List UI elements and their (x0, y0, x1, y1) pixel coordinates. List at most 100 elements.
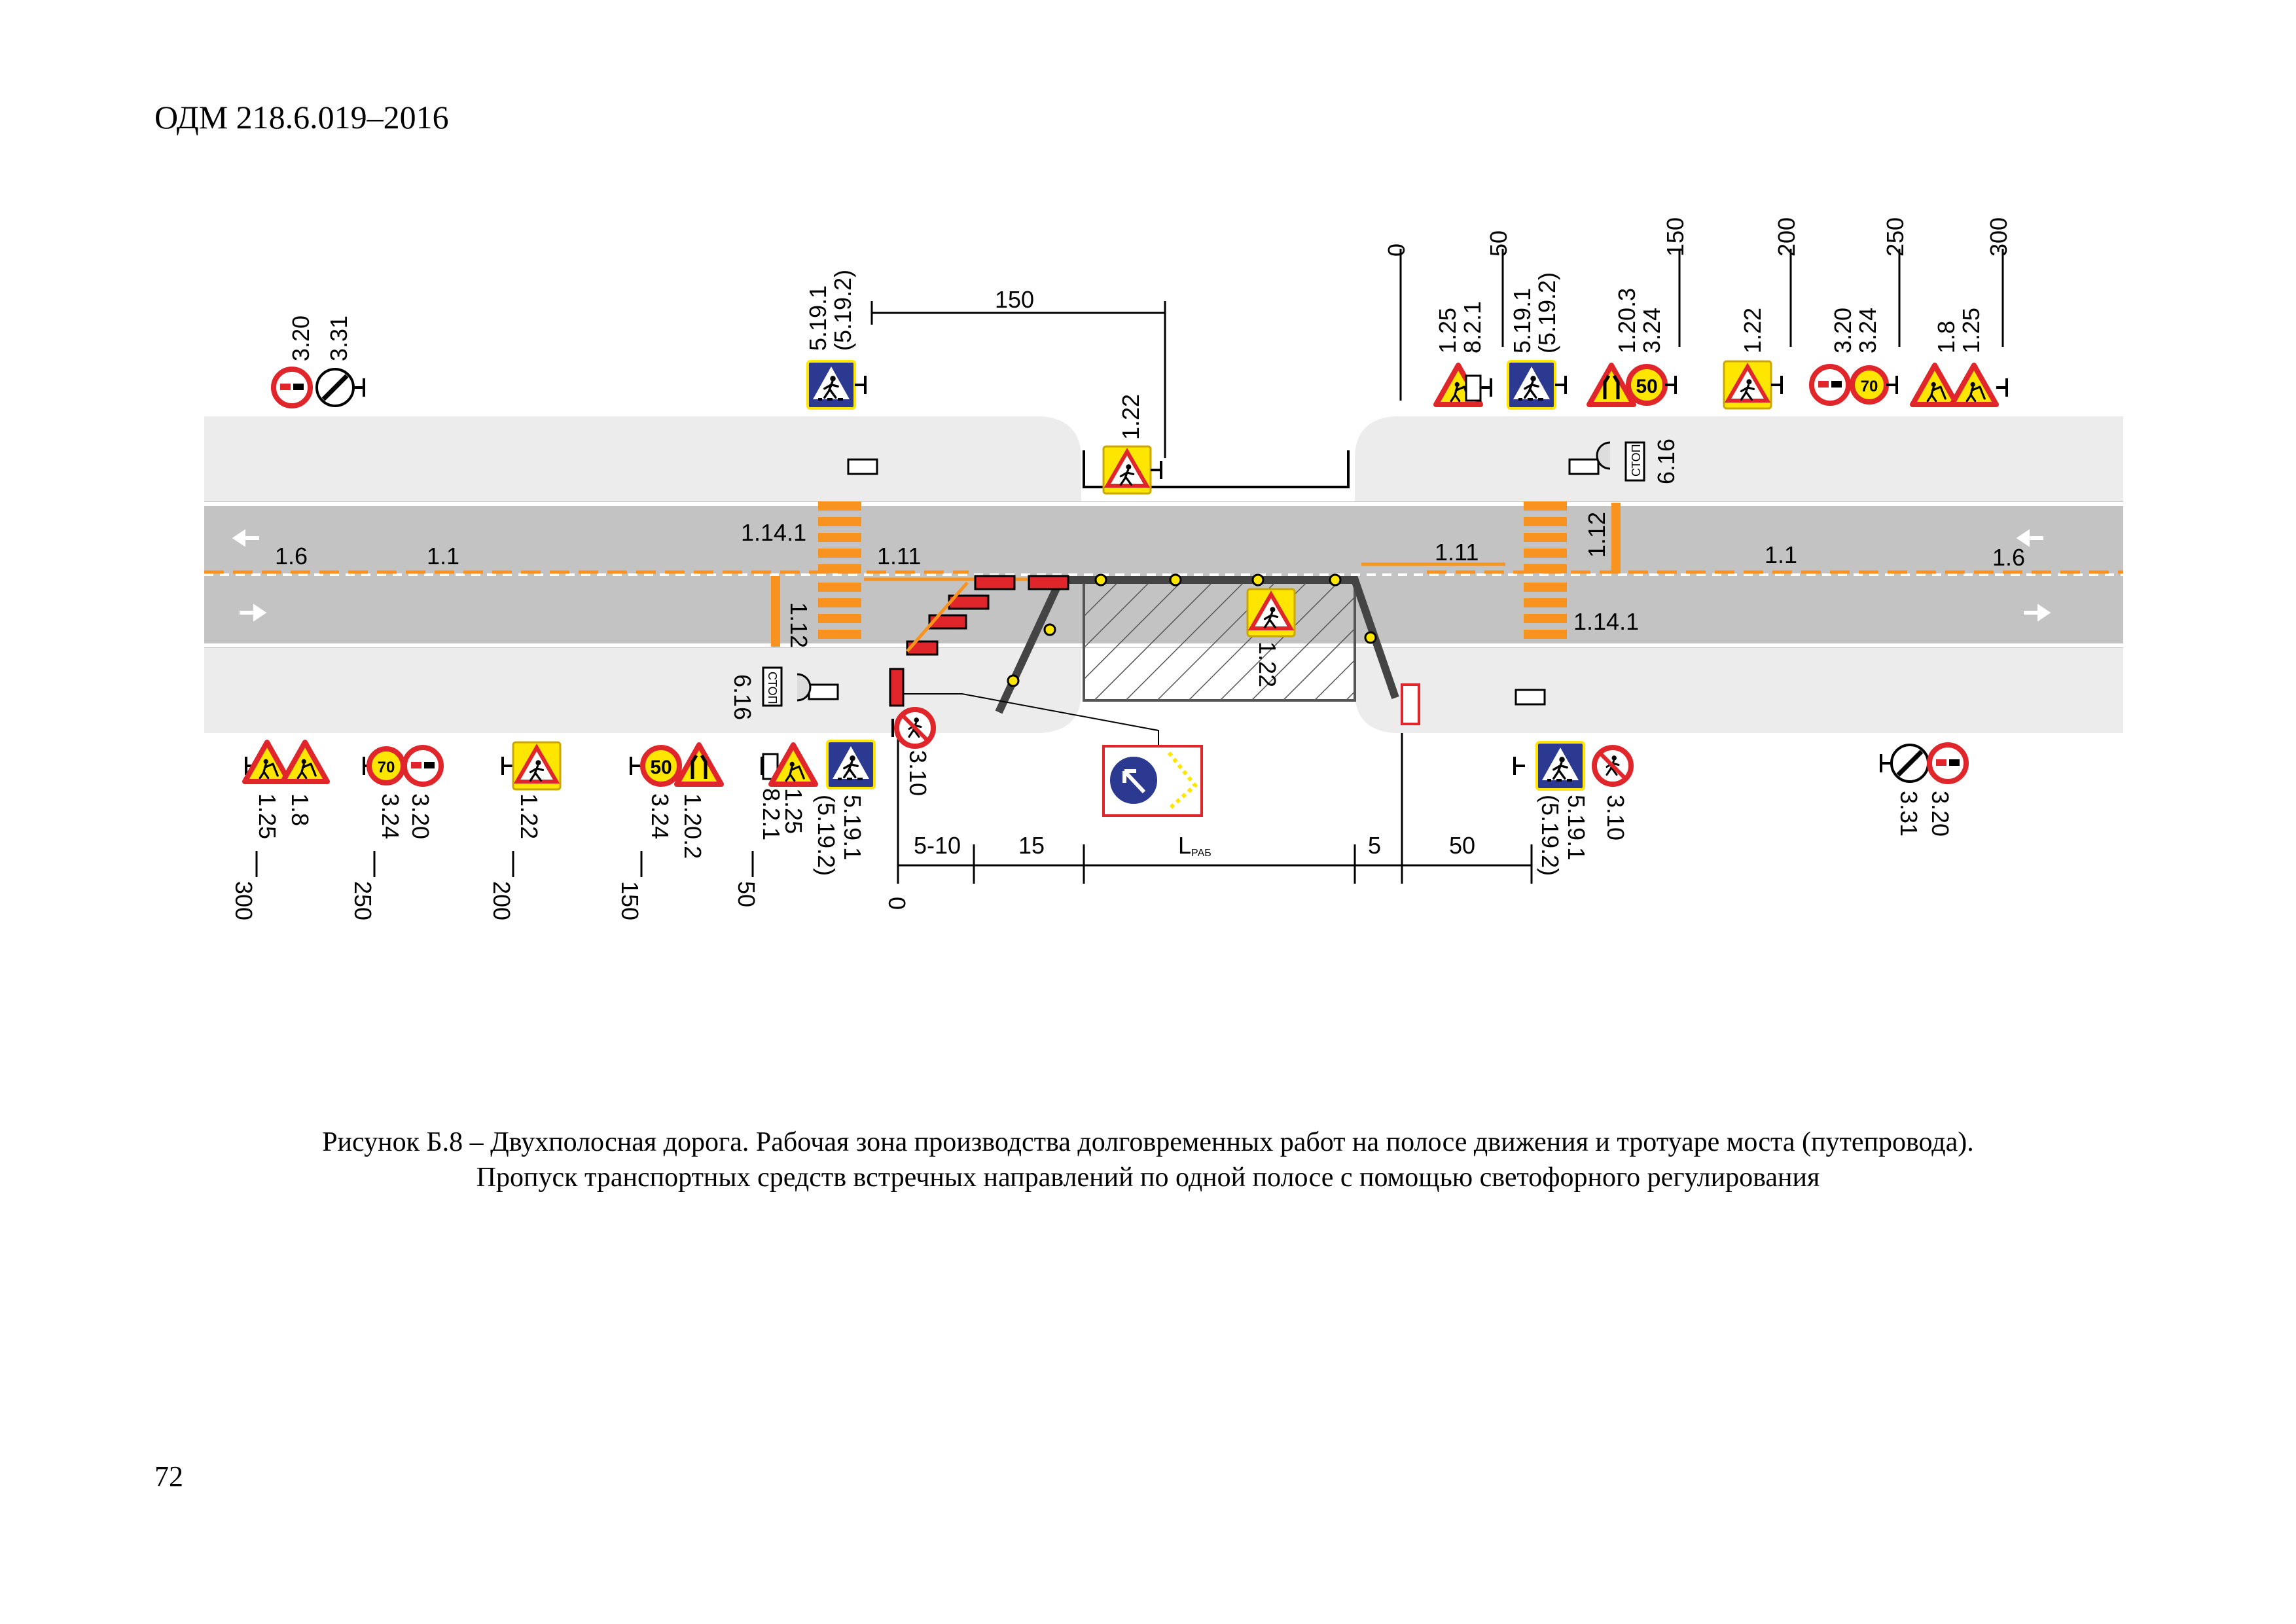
caption-line-1: Рисунок Б.8 – Двухполосная дорога. Рабоч… (322, 1127, 1974, 1157)
top-label-5-19-2: (5.19.2) (829, 270, 856, 351)
sign-3-24-bottom-icon (640, 745, 682, 787)
dim-l-work: LРАБ (1178, 832, 1211, 859)
bottom-label-3-31-right: 3.31 (1895, 791, 1922, 837)
road-layer (204, 416, 2123, 817)
dim-50: 50 (1449, 832, 1475, 859)
bridge-gap-top (1041, 416, 1395, 501)
sidewalk-closure-top (1083, 450, 1350, 488)
top-label-8-2-1: 8.2.1 (1459, 301, 1486, 353)
marking-1-1-right: 1.1 (1765, 541, 1797, 568)
signal-box-bottom-left (808, 683, 839, 700)
bottom-label-1-8: 1.8 (287, 793, 314, 826)
sign-1-22-zone-icon (1247, 589, 1295, 636)
top-label-1-22: 1.22 (1117, 394, 1144, 440)
marking-1-14-1-top: 1.14.1 (741, 519, 806, 546)
top-signs: 50 70 СТОП 6.16 (274, 361, 2008, 494)
top-tick-300: 300 (1985, 217, 2012, 257)
bottom-tick-0: 0 (884, 897, 910, 910)
sign-6-16-bottom-label: 6.16 (729, 674, 756, 720)
bottom-label-5-19-1-right: 5.19.1 (1563, 795, 1590, 860)
bottom-distance-ticks (255, 851, 754, 877)
sign-5-19-1-bottom-right-icon (1537, 742, 1584, 789)
bottom-tick-200: 200 (488, 881, 515, 920)
marking-1-1-left: 1.1 (427, 543, 459, 569)
top-label-5-19-1: 5.19.1 (804, 285, 831, 351)
sign-3-10-left-icon (897, 710, 933, 746)
caption-line-2: Пропуск транспортных средств встречных н… (476, 1163, 1820, 1193)
sign-3-24-top-value: 50 (1636, 376, 1657, 397)
sign-1-22-top-icon (1103, 446, 1151, 494)
top-label-1-8-right: 1.8 (1933, 321, 1960, 353)
sign-3-24-70-top-value: 70 (1861, 378, 1878, 395)
sign-1-8-bottom-icon (283, 742, 327, 782)
top-label-5-19-1-right: 5.19.1 (1509, 288, 1535, 353)
marking-labels: 1.6 1.1 1.14.1 1.11 1.12 1.11 1.12 1.1 1… (275, 512, 2025, 648)
bottom-label-8-2-1: 8.2.1 (758, 788, 785, 840)
bottom-label-5-19-2-right: (5.19.2) (1537, 795, 1564, 876)
top-label-1-20-3: 1.20.3 (1613, 288, 1640, 353)
sign-6-16-bottom: СТОП (762, 666, 812, 707)
bottom-tick-50: 50 (733, 881, 760, 907)
sign-1-22-top-right-icon (1724, 361, 1771, 408)
bottom-label-5-19-2: (5.19.2) (813, 795, 840, 876)
top-label-1-25: 1.25 (1434, 308, 1461, 353)
top-label-1-25-right: 1.25 (1958, 308, 1984, 353)
sign-3-20-bottom-icon (404, 748, 441, 784)
bottom-sign-labels: 1.8 1.25 300 3.20 3.24 250 1.22 200 1.20… (230, 750, 1954, 920)
top-label-3-20-right: 3.20 (1829, 308, 1856, 353)
sign-3-20-icon (274, 369, 310, 406)
top-sign-labels: 3.31 3.20 (5.19.2) 5.19.1 1.22 8.2.1 1.2… (287, 270, 1984, 440)
marking-1-14-1-bottom: 1.14.1 (1573, 608, 1639, 635)
bottom-label-3-10-left: 3.10 (905, 750, 931, 796)
marking-1-12-right: 1.12 (1583, 512, 1610, 558)
bottom-label-1-25: 1.25 (254, 793, 281, 839)
top-label-5-19-2-right: (5.19.2) (1534, 272, 1560, 353)
traffic-light-left (889, 668, 905, 707)
dim-5: 5 (1368, 832, 1381, 859)
marking-1-6-left: 1.6 (275, 543, 308, 569)
dim-15: 15 (1018, 832, 1045, 859)
sign-3-24-70-bottom-value: 70 (378, 759, 395, 776)
crosswalk-right (1524, 501, 1567, 639)
bottom-label-5-19-1: 5.19.1 (839, 795, 866, 860)
traffic-light-right (1401, 683, 1420, 725)
figure-caption: Рисунок Б.8 – Двухполосная дорога. Рабоч… (131, 1125, 2165, 1195)
signal-box-top-left (847, 458, 878, 475)
stop-line-left (771, 576, 780, 647)
bottom-signs: 70 50 (245, 710, 1966, 789)
signal-box-bottom-right (1515, 689, 1546, 706)
top-label-1-22-right: 1.22 (1739, 308, 1766, 353)
sign-1-20-2-icon (677, 745, 721, 784)
bottom-label-3-20: 3.20 (407, 793, 434, 839)
page-number: 72 (154, 1460, 183, 1492)
marking-1-11-right: 1.11 (1435, 539, 1479, 566)
marking-1-6-right: 1.6 (1992, 544, 2025, 571)
work-zone (1083, 576, 1356, 702)
bottom-tick-150: 150 (617, 881, 643, 920)
sign-3-10-right-icon (1594, 748, 1631, 784)
sign-3-31-icon (317, 369, 353, 406)
top-label-3-31: 3.31 (325, 316, 352, 361)
sign-3-20-bottom-right-icon (1929, 745, 1966, 782)
bottom-label-1-20-2: 1.20.2 (679, 793, 706, 859)
lane-arrows (232, 529, 2051, 622)
top-tick-150: 150 (1662, 217, 1689, 257)
sign-6-16-top: СТОП (1596, 441, 1645, 482)
direction-boards (906, 575, 1069, 656)
sign-5-19-1-bottom-icon (827, 741, 874, 788)
top-tick-0: 0 (1383, 244, 1410, 257)
top-tick-200: 200 (1773, 217, 1800, 257)
sign-1-25-top-right-icon (1952, 365, 1996, 405)
document-code: ОДМ 218.6.019–2016 (154, 99, 449, 135)
top-label-3-24-right: 3.24 (1854, 308, 1881, 353)
bottom-tick-300: 300 (230, 881, 257, 920)
sign-8-2-1-icon (1465, 374, 1482, 402)
top-tick-50: 50 (1485, 230, 1512, 257)
dimension-labels: 150 5-10 15 LРАБ 5 50 (914, 286, 1475, 859)
dim-5-10: 5-10 (914, 832, 961, 859)
sign-8-2-1-bottom-icon (762, 753, 779, 780)
marking-1-12-left: 1.12 (785, 602, 812, 648)
signal-box-top-right (1568, 458, 1600, 475)
mobile-sign-leader (903, 693, 1159, 746)
